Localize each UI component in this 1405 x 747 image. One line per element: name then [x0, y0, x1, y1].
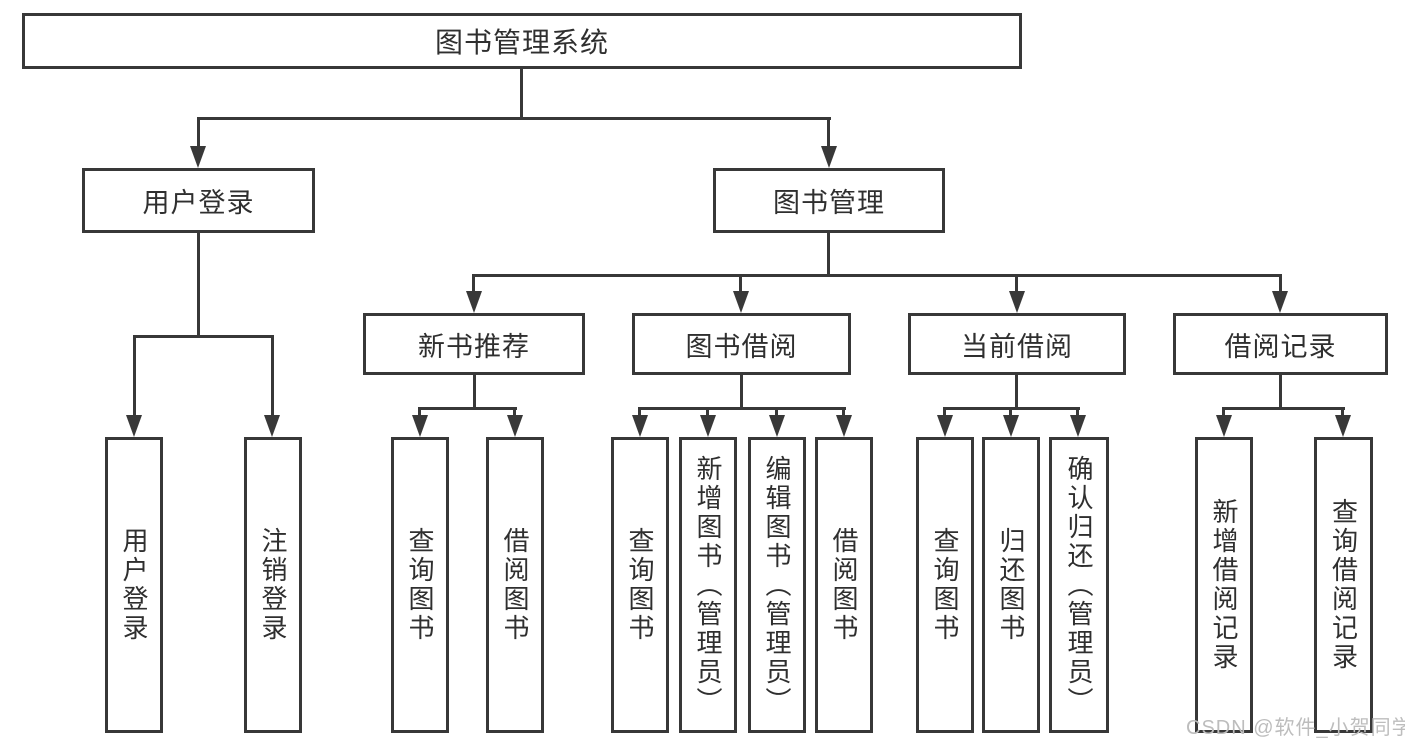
leaf-label: 注销登录	[258, 527, 288, 643]
connector-line	[638, 407, 846, 410]
connector-line	[739, 277, 742, 292]
connector-line	[1076, 410, 1079, 416]
node-borrow-record: 借阅记录	[1173, 313, 1388, 375]
arrowhead-down-icon	[264, 415, 280, 437]
node-root: 图书管理系统	[22, 13, 1022, 69]
leaf-add-book-admin: 新增图书（管理员）	[679, 437, 737, 733]
arrowhead-down-icon	[1335, 415, 1351, 437]
leaf-borrow-book: 借阅图书	[815, 437, 873, 733]
connector-line	[827, 120, 830, 148]
leaf-add-borrow-record: 新增借阅记录	[1195, 437, 1253, 733]
connector-line	[473, 375, 476, 410]
node-label: 当前借阅	[961, 331, 1073, 362]
connector-line	[1222, 410, 1225, 416]
node-new-book-recommend: 新书推荐	[363, 313, 585, 375]
leaf-search-borrow-record: 查询借阅记录	[1314, 437, 1373, 733]
node-label: 图书管理系统	[434, 27, 609, 58]
node-label: 借阅记录	[1224, 331, 1337, 362]
node-label: 用户登录	[142, 188, 255, 218]
leaf-user-login: 用户登录	[105, 437, 163, 733]
arrowhead-down-icon	[1003, 415, 1019, 437]
connector-line	[197, 117, 831, 120]
connector-line	[472, 277, 475, 292]
leaf-return-book: 归还图书	[982, 437, 1040, 733]
connector-line	[418, 410, 421, 416]
leaf-label: 查询图书	[930, 527, 960, 643]
connector-line	[197, 120, 200, 148]
arrowhead-down-icon	[821, 146, 837, 168]
arrowhead-down-icon	[733, 291, 749, 313]
leaf-label: 查询图书	[405, 527, 435, 643]
connector-line	[1015, 277, 1018, 292]
connector-line	[472, 274, 1282, 277]
leaf-label: 借阅图书	[500, 527, 530, 643]
connector-line	[740, 375, 743, 410]
arrowhead-down-icon	[466, 291, 482, 313]
connector-line	[842, 410, 845, 416]
arrowhead-down-icon	[190, 146, 206, 168]
node-book-management: 图书管理	[713, 168, 945, 233]
leaf-label: 新增借阅记录	[1209, 498, 1239, 672]
arrowhead-down-icon	[937, 415, 953, 437]
leaf-label: 确认归还（管理员）	[1064, 454, 1094, 716]
connector-line	[827, 233, 830, 277]
node-label: 新书推荐	[418, 331, 530, 362]
arrowhead-down-icon	[1070, 415, 1086, 437]
connector-line	[706, 410, 709, 416]
node-book-borrow: 图书借阅	[632, 313, 851, 375]
node-user-login: 用户登录	[82, 168, 315, 233]
arrowhead-down-icon	[1272, 291, 1288, 313]
leaf-search-book-recommend: 查询图书	[391, 437, 449, 733]
arrowhead-down-icon	[1009, 291, 1025, 313]
arrowhead-down-icon	[412, 415, 428, 437]
leaf-edit-book-admin: 编辑图书（管理员）	[748, 437, 806, 733]
arrowhead-down-icon	[700, 415, 716, 437]
connector-line	[1009, 410, 1012, 416]
connector-line	[133, 335, 274, 338]
connector-line	[1015, 375, 1018, 410]
leaf-label: 查询借阅记录	[1328, 498, 1359, 672]
connector-line	[520, 69, 523, 120]
connector-line	[418, 407, 517, 410]
node-label: 图书管理	[773, 188, 885, 218]
leaf-search-book-current: 查询图书	[916, 437, 974, 733]
arrowhead-down-icon	[126, 415, 142, 437]
node-label: 图书借阅	[685, 331, 798, 362]
connector-line	[638, 410, 641, 416]
arrowhead-down-icon	[632, 415, 648, 437]
connector-line	[943, 410, 946, 416]
connector-line	[775, 410, 778, 416]
connector-line	[197, 233, 200, 338]
leaf-label: 归还图书	[996, 527, 1026, 643]
leaf-label: 新增图书（管理员）	[693, 454, 723, 716]
leaf-confirm-return-admin: 确认归还（管理员）	[1049, 437, 1109, 733]
arrowhead-down-icon	[1216, 415, 1232, 437]
arrowhead-down-icon	[769, 415, 785, 437]
connector-line	[943, 407, 1080, 410]
leaf-label: 编辑图书（管理员）	[762, 454, 792, 716]
leaf-label: 用户登录	[119, 527, 149, 643]
connector-line	[1279, 277, 1282, 292]
connector-line	[271, 338, 274, 415]
arrowhead-down-icon	[507, 415, 523, 437]
leaf-label: 查询图书	[625, 527, 655, 643]
node-current-borrow: 当前借阅	[908, 313, 1126, 375]
leaf-label: 借阅图书	[829, 527, 859, 643]
csdn-watermark: CSDN @软件_小贺同学	[1186, 717, 1405, 739]
connector-line	[513, 410, 516, 416]
connector-line	[1341, 410, 1344, 416]
connector-line	[1279, 375, 1282, 410]
leaf-search-book-borrow: 查询图书	[611, 437, 669, 733]
leaf-logout: 注销登录	[244, 437, 302, 733]
connector-line	[133, 338, 136, 415]
connector-line	[1222, 407, 1345, 410]
arrowhead-down-icon	[836, 415, 852, 437]
leaf-borrow-book-recommend: 借阅图书	[486, 437, 544, 733]
